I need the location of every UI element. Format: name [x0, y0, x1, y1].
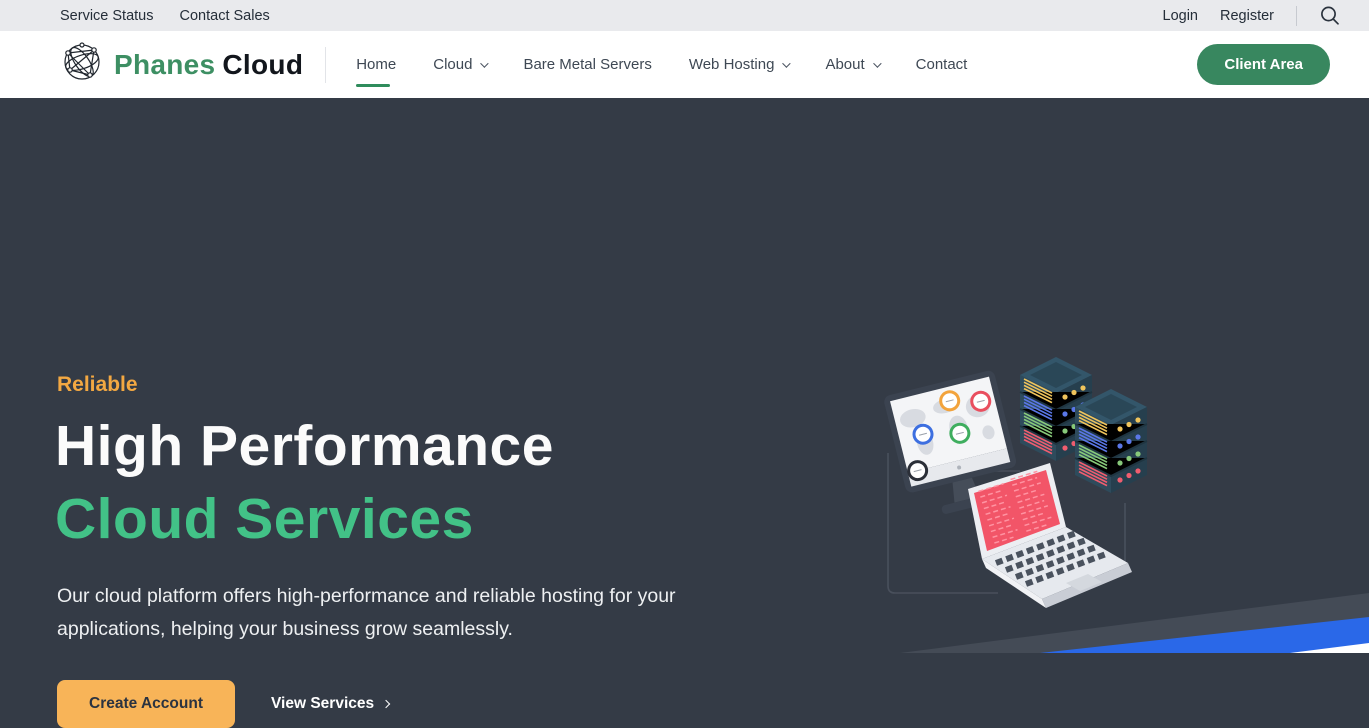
- chevron-down-icon: [782, 58, 792, 68]
- view-services-link[interactable]: View Services: [271, 695, 391, 713]
- main-nav: Home Cloud Bare Metal Servers Web Hostin…: [356, 50, 968, 87]
- hero-cta-row: Create Account View Services: [57, 680, 391, 728]
- nav-item-bare-metal-servers[interactable]: Bare Metal Servers: [523, 56, 652, 73]
- brand-name-secondary: Cloud: [222, 48, 304, 80]
- contact-sales-link[interactable]: Contact Sales: [179, 7, 270, 24]
- chevron-down-icon: [872, 58, 882, 68]
- search-icon[interactable]: [1319, 5, 1341, 27]
- nav-item-contact[interactable]: Contact: [915, 56, 968, 73]
- hero-illustration: [884, 357, 1148, 608]
- header-divider: [325, 46, 327, 83]
- nav-item-about[interactable]: About: [825, 50, 882, 79]
- chevron-down-icon: [480, 58, 490, 68]
- topbar-divider: [1296, 5, 1297, 26]
- hero-eyebrow: Reliable: [57, 373, 138, 396]
- nav-item-cloud[interactable]: Cloud: [433, 50, 490, 79]
- nav-item-home[interactable]: Home: [356, 50, 396, 87]
- register-link[interactable]: Register: [1220, 7, 1274, 24]
- hero-section: Reliable High Performance Cloud Services…: [0, 98, 1369, 728]
- nav-item-web-hosting[interactable]: Web Hosting: [689, 50, 792, 79]
- server-stack-icon: [1019, 357, 1093, 461]
- laptop-icon: [968, 463, 1132, 608]
- server-stack-icon: [1074, 389, 1148, 493]
- create-account-button[interactable]: Create Account: [57, 680, 235, 728]
- diagonal-stripes-decoration: [900, 593, 1369, 653]
- hero-title: High Performance Cloud Services: [55, 410, 554, 556]
- login-link[interactable]: Login: [1162, 7, 1198, 24]
- brand-name-primary: Phanes: [114, 48, 216, 80]
- hero-title-line1: High Performance: [55, 414, 554, 478]
- chevron-right-icon: [381, 699, 391, 709]
- hero-description: Our cloud platform offers high-performan…: [57, 585, 676, 640]
- globe-network-icon: [60, 40, 104, 89]
- utility-topbar: Service Status Contact Sales Login Regis…: [0, 0, 1369, 31]
- service-status-link[interactable]: Service Status: [60, 7, 154, 24]
- hero-title-line2: Cloud Services: [55, 487, 474, 551]
- client-area-button[interactable]: Client Area: [1197, 44, 1330, 85]
